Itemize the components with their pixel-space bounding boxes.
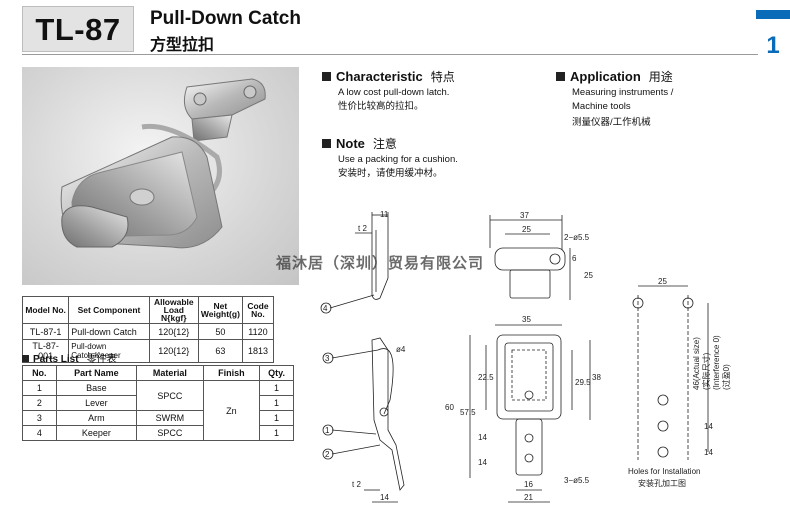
keeper-top-view — [489, 215, 571, 300]
main-front-view — [469, 324, 591, 503]
dim-label: 2−ø5.5 — [564, 233, 590, 242]
keeper-side-view — [320, 212, 389, 314]
product-photo — [22, 67, 299, 285]
model-table: Model No. Set Component Allowable Load N… — [21, 296, 275, 363]
callout-label: 2 — [325, 450, 330, 459]
model-number-box: TL-87 — [22, 6, 134, 52]
page-number: 1 — [766, 32, 780, 59]
dim-label: 38 — [592, 373, 601, 382]
dim-label: 14 — [380, 493, 389, 502]
parts-table-header: No. Part Name Material Finish Qty. — [22, 365, 294, 381]
technical-drawings: 11 t 2 4 37 25 2−ø5.5 6 25 3 ø4 1 2 t 2 … — [320, 210, 731, 503]
dim-label: 37 — [520, 211, 529, 220]
callout-label: 4 — [323, 304, 328, 313]
latch-image — [60, 78, 266, 249]
dim-label: (实际尺寸) — [701, 352, 711, 390]
product-title: Pull-Down Catch — [150, 8, 301, 29]
dim-label: 3−ø5.5 — [564, 476, 590, 485]
main-side-view — [322, 337, 405, 503]
dim-label: 14 — [478, 458, 487, 467]
callout-label: 1 — [325, 426, 330, 435]
table-row: TL-87-001 Pull-down Catch·Keeper 120{12}… — [21, 339, 275, 363]
dim-label: 21 — [524, 493, 533, 502]
characteristic-text: A low cost pull-down latch. 性价比较高的拉扣。 — [338, 87, 450, 112]
installation-holes — [632, 285, 709, 460]
dim-label: 22.5 — [478, 373, 494, 382]
dim-label: 60 — [445, 403, 454, 412]
model-number: TL-87 — [35, 12, 121, 47]
dim-label: 14 — [478, 433, 487, 442]
dim-label: (过盈0) — [721, 364, 731, 390]
dim-label: 25 — [584, 271, 593, 280]
watermark: 福沐居（深圳）贸易有限公司 — [276, 255, 485, 272]
dim-label: (Interference 0) — [712, 335, 721, 390]
dim-label: 29.5 — [575, 378, 591, 387]
holes-caption-cn: 安装孔加工图 — [638, 478, 686, 488]
dim-label: 16 — [524, 480, 533, 489]
dim-label: 46(Actual size) — [692, 337, 701, 390]
dim-label: 6 — [572, 254, 577, 263]
callout-label: 3 — [325, 354, 330, 363]
product-title-cn: 方型拉扣 — [150, 37, 215, 54]
dim-label: 11 — [380, 210, 389, 219]
dim-label: 35 — [522, 315, 531, 324]
dim-label: ø4 — [396, 345, 406, 354]
side-tab-bar — [756, 10, 790, 19]
dim-label: 25 — [522, 225, 531, 234]
application-text: Measuring instruments / Machine tools 测量… — [572, 87, 674, 128]
holes-caption: Holes for Installation — [628, 467, 700, 476]
header-divider — [22, 54, 758, 55]
dim-label: 14 — [704, 448, 713, 457]
dim-label: 14 — [704, 422, 713, 431]
model-table-header: Model No. Set Component Allowable Load N… — [21, 296, 275, 324]
table-row: TL-87-1 Pull-down Catch 120{12} 50 1120 — [21, 323, 275, 340]
dim-label: 25 — [658, 277, 667, 286]
dim-label: 57.5 — [460, 408, 476, 417]
dim-label: t 2 — [352, 480, 361, 489]
note-text: Use a packing for a cushion. 安装时，请使用缓冲材。 — [338, 154, 458, 179]
dim-label: t 2 — [358, 224, 367, 233]
